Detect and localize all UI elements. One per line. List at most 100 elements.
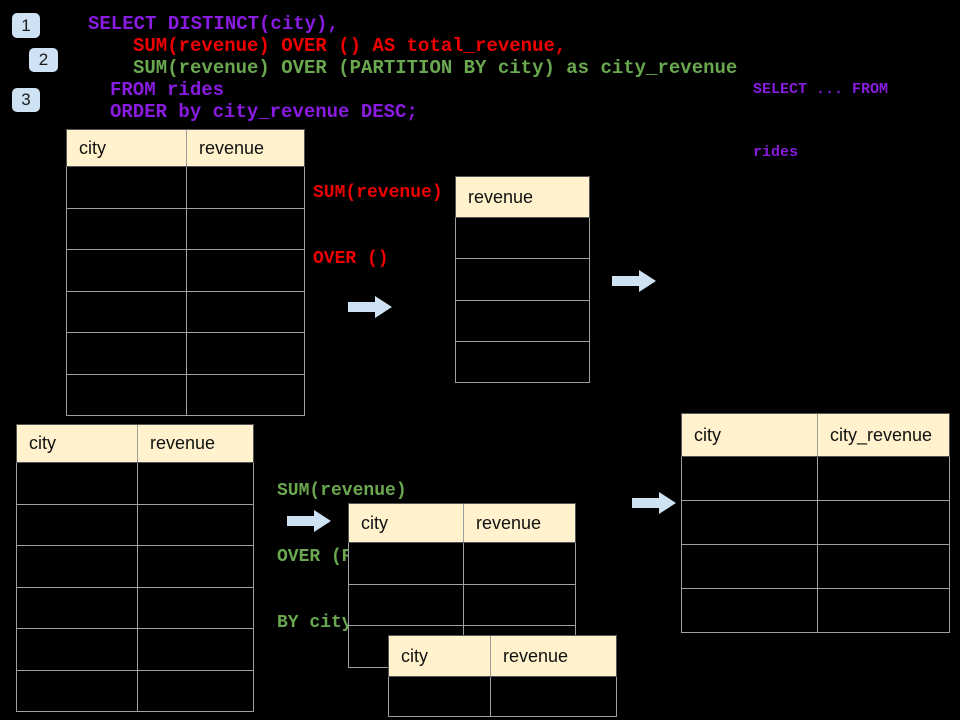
column-header-revenue: revenue xyxy=(476,512,542,533)
table-cell xyxy=(67,374,187,415)
annotation-partition-window-line1: SUM(revenue) xyxy=(277,481,407,501)
sql-line-order-by: ORDER by city_revenue DESC; xyxy=(110,101,418,123)
table-cell xyxy=(187,292,304,333)
table-row xyxy=(681,545,950,589)
column-header-revenue: revenue xyxy=(503,645,569,666)
table-row xyxy=(681,589,950,633)
table-source-top: city revenue xyxy=(66,129,305,416)
column-header-city: city xyxy=(17,425,138,462)
table-cell xyxy=(818,545,949,588)
table-cell xyxy=(17,670,138,711)
column-header-city: city xyxy=(67,130,187,166)
table-row xyxy=(66,250,305,292)
table-cell xyxy=(682,589,818,632)
table-source-bottom: city revenue xyxy=(16,424,254,712)
column-header-revenue: revenue xyxy=(150,433,216,453)
table-row xyxy=(348,543,576,585)
column-header-revenue: revenue xyxy=(199,137,265,158)
column-header-city-revenue: city_revenue xyxy=(830,424,933,445)
arrow-right-icon xyxy=(632,492,676,514)
table-cell xyxy=(17,587,138,628)
table-row xyxy=(455,300,590,342)
step-badge-3: 3 xyxy=(12,88,40,112)
table-row xyxy=(455,218,590,260)
table-cell xyxy=(138,629,253,670)
sql-line-total-revenue: SUM(revenue) OVER () AS total_revenue, xyxy=(133,35,567,57)
annotation-from-rides-line2: rides xyxy=(753,144,799,161)
table-cell xyxy=(187,333,304,374)
table-row xyxy=(66,208,305,250)
table-row xyxy=(16,587,254,629)
table-total-result-header: revenue xyxy=(455,176,590,218)
table-row xyxy=(16,463,254,505)
table-cell xyxy=(138,671,253,712)
table-cell xyxy=(187,167,304,208)
table-cell xyxy=(67,291,187,332)
table-cell xyxy=(464,585,575,626)
table-row xyxy=(16,504,254,546)
arrow-right-shape xyxy=(632,492,676,514)
column-header-revenue: revenue xyxy=(468,186,534,207)
table-cell xyxy=(464,543,575,584)
table-cell xyxy=(187,375,304,416)
annotation-total-window-line2: OVER () xyxy=(313,249,389,269)
table-row xyxy=(681,501,950,545)
table-partition-group-b-header: city revenue xyxy=(388,635,617,677)
table-source-bottom-header: city revenue xyxy=(16,424,254,463)
table-cell xyxy=(138,463,253,504)
annotation-from-rides-line1: SELECT ... FROM xyxy=(753,81,889,98)
sql-line-from: FROM rides xyxy=(110,79,225,101)
arrow-right-shape xyxy=(348,296,392,318)
table-cell xyxy=(17,463,138,504)
table-cell xyxy=(818,501,949,544)
table-cell xyxy=(138,505,253,546)
arrow-right-shape xyxy=(287,510,331,532)
table-cell xyxy=(17,546,138,587)
table-cell xyxy=(349,543,464,584)
table-cell xyxy=(67,333,187,374)
table-row xyxy=(16,546,254,588)
column-header-city: city xyxy=(389,636,491,676)
table-row xyxy=(455,259,590,301)
table-cell xyxy=(456,342,589,382)
table-row xyxy=(455,341,590,384)
step-badge-2: 2 xyxy=(29,48,58,72)
table-cell xyxy=(187,250,304,291)
table-cell xyxy=(138,588,253,629)
annotation-total-window-line1: SUM(revenue) xyxy=(313,183,443,203)
table-total-result: revenue xyxy=(455,176,590,384)
arrow-right-shape xyxy=(612,270,656,292)
table-cell xyxy=(682,501,818,544)
table-partition-group-a-header: city revenue xyxy=(348,503,576,543)
table-cell xyxy=(187,209,304,250)
sql-line-select: SELECT DISTINCT(city), xyxy=(88,13,339,35)
arrow-right-icon xyxy=(287,510,331,532)
column-header-city: city xyxy=(682,414,818,456)
table-row xyxy=(681,457,950,501)
table-row xyxy=(66,374,305,416)
table-cell xyxy=(456,259,589,299)
table-cell xyxy=(818,589,949,632)
table-cell xyxy=(138,546,253,587)
column-header-city: city xyxy=(349,504,464,542)
table-row xyxy=(388,677,617,717)
table-source-top-header: city revenue xyxy=(66,129,305,167)
table-cell xyxy=(67,167,187,208)
table-cell xyxy=(17,504,138,545)
table-cell xyxy=(389,677,491,716)
table-cell xyxy=(67,250,187,291)
table-row xyxy=(348,584,576,627)
annotation-from-rides: SELECT ... FROM rides xyxy=(753,37,888,205)
table-cell xyxy=(818,457,949,500)
table-row xyxy=(16,670,254,712)
table-row xyxy=(66,291,305,333)
table-city-revenue-result-header: city city_revenue xyxy=(681,413,950,457)
annotation-total-window: SUM(revenue) OVER () xyxy=(313,138,443,314)
table-cell xyxy=(456,218,589,258)
table-cell xyxy=(67,208,187,249)
table-cell xyxy=(456,301,589,341)
table-partition-group-b: city revenue xyxy=(388,635,617,717)
table-city-revenue-result: city city_revenue xyxy=(681,413,950,633)
table-row xyxy=(66,333,305,375)
